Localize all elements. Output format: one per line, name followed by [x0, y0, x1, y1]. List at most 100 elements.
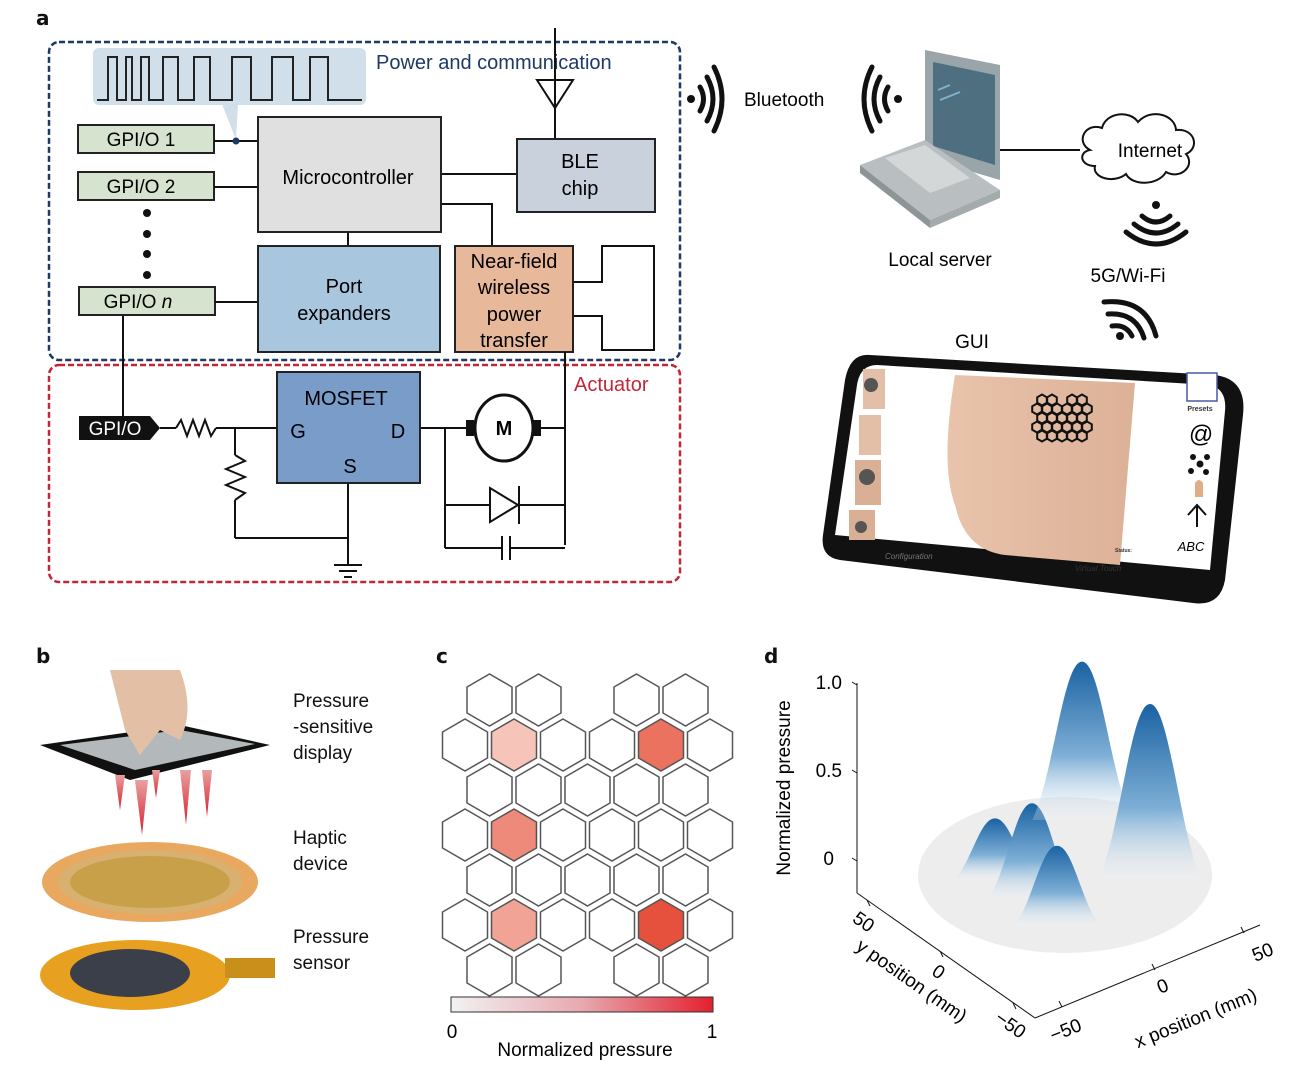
hex-cell	[662, 673, 709, 727]
svg-text:G: G	[290, 421, 306, 443]
hex-cell	[466, 853, 513, 907]
hex-cell	[662, 943, 709, 997]
gpio-tag: GPI/O	[79, 416, 160, 440]
panel-letter-b: b	[36, 644, 51, 668]
mosfet-box: MOSFET G D S	[276, 371, 421, 484]
hex-cell	[441, 808, 489, 862]
bluetooth-label: Bluetooth	[744, 90, 824, 111]
colorbar-min: 0	[447, 1022, 458, 1043]
x-tick: 50	[1249, 939, 1276, 966]
nfc-power-box: Near-field wireless power transfer	[454, 245, 574, 353]
hex-cell	[613, 673, 660, 727]
gpio-1-box: GPI/O 1	[77, 124, 215, 154]
z-tick: 0.5	[816, 761, 842, 782]
hex-cell	[588, 718, 636, 772]
finger-preset-icon[interactable]	[1195, 480, 1203, 497]
surface-plot: 1.0 0.5 0 Normalized pressure 50 0 −50 y…	[774, 661, 1277, 1053]
wifi-signal-icon-up	[1123, 201, 1189, 247]
internet-cloud-icon	[1081, 113, 1195, 184]
svg-text:S: S	[343, 456, 356, 478]
wifi-label: 5G/Wi-Fi	[1091, 266, 1166, 287]
svg-text:MOSFET: MOSFET	[304, 388, 387, 410]
axes	[851, 681, 1261, 1019]
z-tick: 1.0	[816, 673, 842, 694]
haptic-device-image	[42, 842, 258, 922]
laptop-signal-icon	[861, 64, 902, 134]
hex-cell	[613, 763, 660, 817]
dots-preset-icon[interactable]	[1188, 454, 1210, 475]
body-region-thumbnails	[849, 369, 885, 540]
hex-cell	[466, 763, 513, 817]
hex-cell	[466, 673, 513, 727]
hex-cell	[490, 808, 538, 862]
panel-letter-c: c	[436, 644, 448, 668]
pwm-waveform	[97, 56, 362, 101]
hex-cell	[564, 853, 611, 907]
colorbar-max: 1	[707, 1022, 718, 1043]
touch-mode-button[interactable]	[1186, 372, 1218, 402]
local-server-label: Local server	[888, 250, 992, 271]
resistor-series	[175, 417, 217, 439]
hex-cell	[564, 763, 611, 817]
svg-text:wireless: wireless	[477, 277, 550, 299]
svg-text:expanders: expanders	[297, 303, 390, 325]
y-axis-label: y position (mm)	[852, 936, 970, 1028]
hex-cell	[539, 718, 587, 772]
wifi-signal-icon-down	[1101, 299, 1159, 341]
laptop-icon	[860, 50, 1000, 228]
arrow-preset-icon[interactable]	[1187, 503, 1207, 527]
power-section-box	[47, 40, 682, 362]
panel-letter-a: a	[36, 6, 50, 30]
colorbar	[450, 996, 714, 1013]
hex-cell	[515, 763, 562, 817]
svg-text:GPI/O: GPI/O	[89, 419, 142, 440]
gui-status: Status:	[1115, 548, 1132, 554]
y-tick: −50	[991, 1008, 1029, 1044]
gui-configuration-tab[interactable]: Configuration	[885, 552, 933, 561]
hex-cell	[588, 808, 636, 862]
gui-hex-patch	[1031, 393, 1093, 443]
svg-text:BLE: BLE	[561, 151, 599, 173]
hex-cell	[515, 853, 562, 907]
hex-cell	[490, 718, 538, 772]
hex-cell	[539, 808, 587, 862]
gpio-2-box: GPI/O 2	[77, 171, 215, 201]
hex-cell	[515, 673, 562, 727]
svg-text:power: power	[487, 304, 542, 326]
svg-text:Port: Port	[326, 276, 363, 298]
body-render	[947, 375, 1135, 565]
svg-text:Microcontroller: Microcontroller	[282, 167, 413, 189]
y-tick: 0	[928, 961, 949, 984]
hex-cell	[588, 898, 636, 952]
hex-cell	[686, 898, 734, 952]
surface-peak	[1032, 661, 1132, 820]
abc-preset-button[interactable]: ABC	[1177, 539, 1205, 554]
svg-text:GPI/O 1: GPI/O 1	[107, 130, 176, 151]
gpio-n-box: GPI/O n	[78, 286, 216, 316]
gui-toolbar: Presets @ ABC	[1177, 372, 1218, 554]
y-tick: 50	[848, 908, 877, 937]
hex-cell	[686, 718, 734, 772]
microcontroller-box: Microcontroller	[257, 116, 442, 233]
svg-text:Presets: Presets	[1187, 406, 1212, 413]
bluetooth-signal-icon	[687, 64, 725, 134]
panel-letter-d: d	[764, 644, 779, 668]
network-diagram: Bluetooth Internet Local server 5G/Wi-Fi	[687, 50, 1195, 353]
hex-cell	[441, 898, 489, 952]
svg-text:transfer: transfer	[480, 330, 548, 352]
hex-pressure-map: 0 1 Normalized pressure	[441, 673, 734, 1061]
gui-virtual-touch-tab[interactable]: Virtual Touch	[1075, 564, 1122, 573]
hex-cell	[515, 943, 562, 997]
gui-tablet: Presets @ ABC Status: Configuration Virt…	[822, 354, 1244, 604]
motor-icon: M	[466, 393, 541, 463]
hex-cell	[441, 718, 489, 772]
hex-cell	[637, 898, 685, 952]
gui-hex-cell	[1076, 429, 1088, 443]
colorbar-label: Normalized pressure	[497, 1040, 672, 1061]
hex-cell	[613, 853, 660, 907]
z-tick: 0	[823, 849, 834, 870]
hex-cell	[613, 943, 660, 997]
hex-cell	[637, 718, 685, 772]
spiral-preset-icon[interactable]: @	[1189, 421, 1213, 448]
